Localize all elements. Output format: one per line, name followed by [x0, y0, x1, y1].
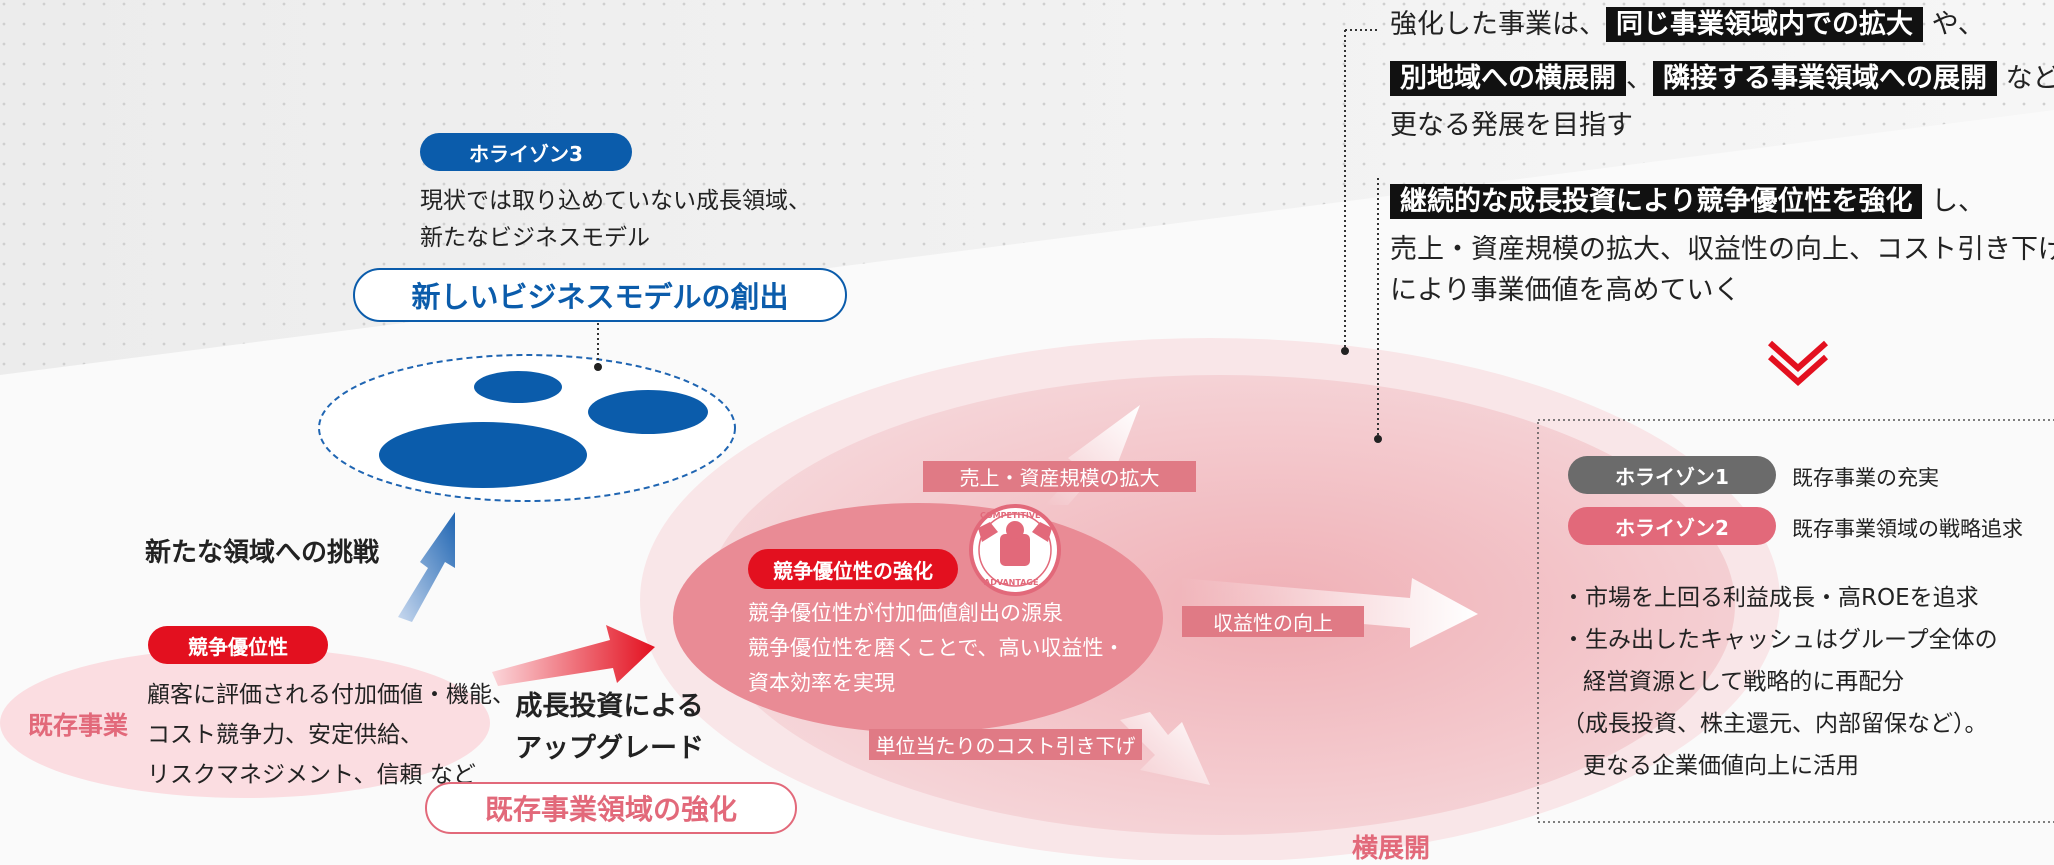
competitive-strengthening-badge: 競争優位性の強化	[748, 549, 958, 589]
competitive-description: 競争優位性が付加価値創出の源泉 競争優位性を磨くことで、高い収益性・ 資本効率を…	[748, 596, 1125, 701]
summary-bullets: ・市場を上回る利益成長・高ROEを追求 ・生み出したキャッシュはグループ全体の …	[1562, 577, 1998, 787]
upgrade-arrow	[492, 625, 655, 686]
new-business-model-title: 新しいビジネスモデルの創出	[353, 268, 847, 322]
existing-desc-line: 顧客に評価される付加価値・機能、	[147, 682, 515, 708]
competitive-desc-line: 競争優位性が付加価値創出の源泉	[748, 601, 1063, 625]
upgrade-line: アップグレード	[515, 733, 704, 764]
top-text-segment: 、	[1626, 63, 1653, 94]
horizon3-description: 現状では取り込めていない成長領域、 新たなビジネスモデル	[420, 183, 811, 257]
highlight-continuous-investment: 継続的な成長投資により競争優位性を強化	[1390, 184, 1923, 219]
top-text-segment: 強化した事業は、	[1390, 9, 1606, 40]
horizontal-expansion-label: 横展開	[1352, 834, 1431, 864]
horizon3-badge: ホライゾン3	[420, 133, 632, 171]
profitability-label: 収益性の向上	[1182, 606, 1364, 637]
summary-continuation: 更なる企業価値向上に活用	[1583, 753, 1859, 779]
highlight-adjacent-domain: 隣接する事業領域への展開	[1653, 61, 1997, 96]
horizon3-desc-line: 新たなビジネスモデル	[420, 225, 650, 251]
top-text-line1: 強化した事業は、同じ事業領域内での拡大 や、	[1390, 3, 1985, 47]
horizon2-badge: ホライゾン2	[1568, 507, 1776, 545]
top-text-line3: 更なる発展を目指す	[1390, 110, 1633, 141]
emblem-top-text: COMPETITIVE	[980, 511, 1041, 520]
strengthen-existing-title: 既存事業領域の強化	[425, 782, 797, 834]
upgrade-line: 成長投資による	[515, 691, 704, 722]
summary-continuation: 経営資源として戦略的に再配分	[1583, 669, 1905, 695]
existing-desc-line: コスト競争力、安定供給、	[147, 722, 423, 748]
sales-expansion-label: 売上・資産規模の拡大	[923, 461, 1196, 492]
mid-text-line3: により事業価値を高めていく	[1390, 275, 1741, 306]
upgrade-label: 成長投資による アップグレード	[515, 686, 704, 770]
emblem-bottom-text: ADVANTAGE	[984, 578, 1039, 587]
competitive-desc-line: 資本効率を実現	[748, 671, 895, 695]
cost-reduction-label: 単位当たりのコスト引き下げ	[869, 729, 1142, 760]
summary-continuation: （成長投資、株主還元、内部留保など）。	[1562, 711, 1988, 737]
top-text-segment: など	[2005, 63, 2054, 94]
competitive-advantage-emblem	[969, 504, 1061, 596]
horizon3-desc-line: 現状では取り込めていない成長領域、	[420, 188, 811, 214]
existing-desc-line: リスクマネジメント、信頼 など	[147, 762, 476, 788]
competitive-desc-line: 競争優位性を磨くことで、高い収益性・	[748, 636, 1125, 660]
top-text-line2: 別地域への横展開、隣接する事業領域への展開 など	[1390, 57, 2054, 101]
horizon2-desc: 既存事業領域の戦略追求	[1792, 517, 2023, 541]
mid-text-line1: 継続的な成長投資により競争優位性を強化 し、	[1390, 180, 1985, 224]
horizon1-badge: ホライゾン1	[1568, 456, 1776, 494]
double-chevron-down-icon	[1768, 340, 1828, 387]
existing-business-description: 顧客に評価される付加価値・機能、 コスト競争力、安定供給、 リスクマネジメント、…	[147, 675, 515, 795]
challenge-label: 新たな領域への挑戦	[145, 538, 380, 568]
existing-business-label: 既存事業	[28, 711, 129, 740]
top-text-segment: や、	[1931, 9, 1985, 40]
horizon1-desc: 既存事業の充実	[1792, 466, 1939, 490]
cost-arrow	[1120, 712, 1210, 785]
mid-text-segment: し、	[1931, 186, 1986, 217]
summary-bullet: ・生み出したキャッシュはグループ全体の	[1562, 627, 1998, 653]
highlight-same-domain: 同じ事業領域内での拡大	[1606, 7, 1923, 42]
summary-bullet: ・市場を上回る利益成長・高ROEを追求	[1562, 585, 1979, 611]
highlight-other-region: 別地域への横展開	[1390, 61, 1626, 96]
competitive-advantage-badge: 競争優位性	[148, 626, 328, 664]
mid-text-line2: 売上・資産規模の拡大、収益性の向上、コスト引き下げ	[1390, 234, 2054, 265]
challenge-arrow	[398, 512, 455, 622]
